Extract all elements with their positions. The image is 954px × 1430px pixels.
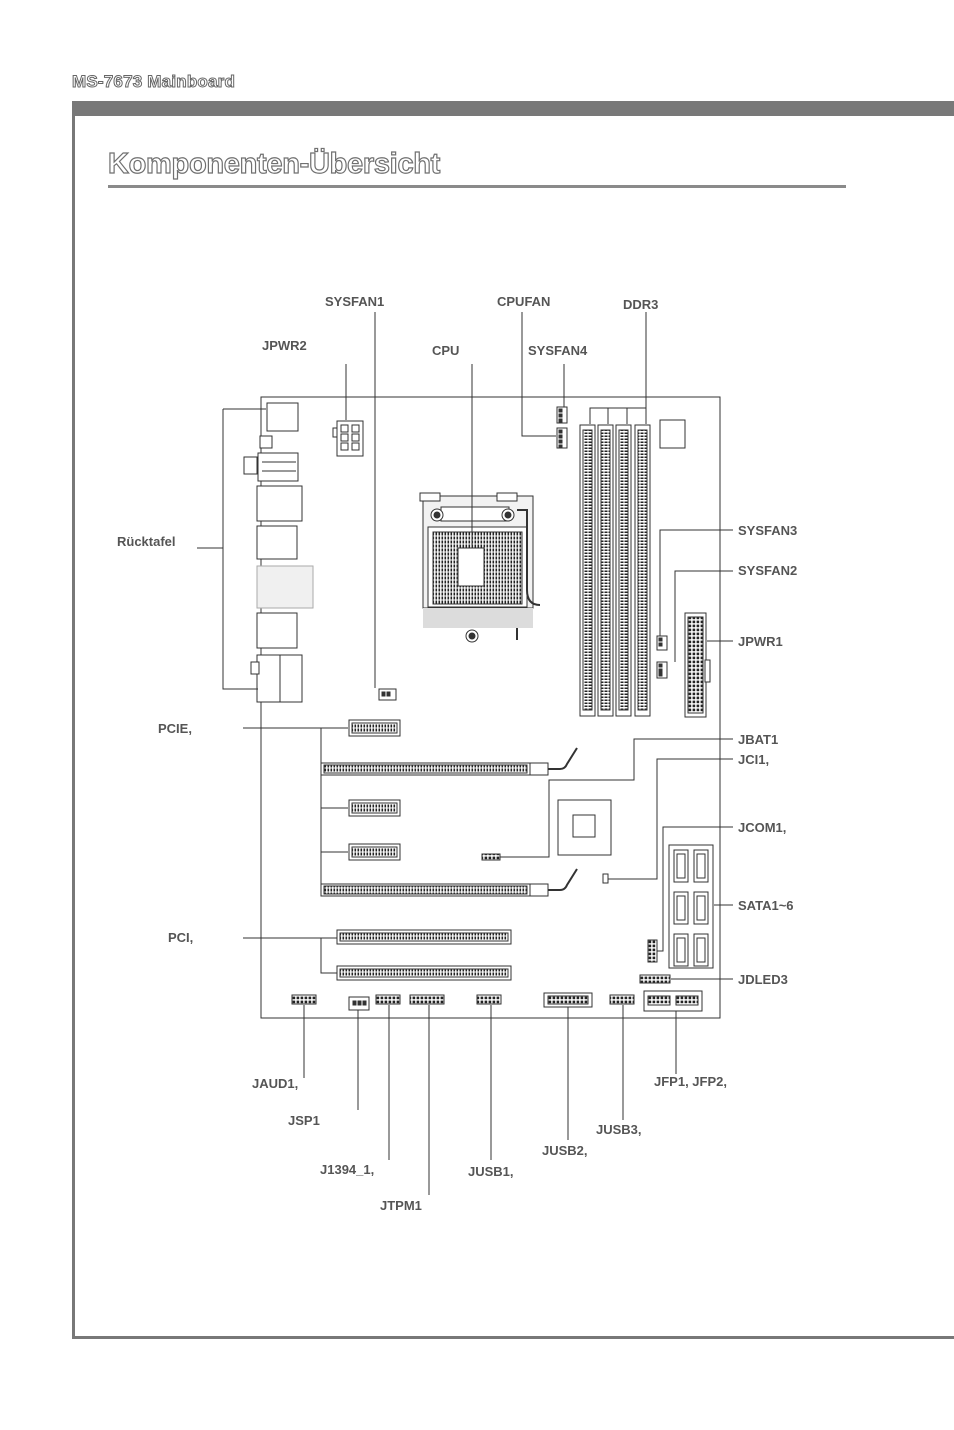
jpwr2-connector [333,421,363,456]
label-jbat1: JBAT1 [738,732,778,747]
board-outline [261,397,720,1018]
ddr3-slots [580,420,685,716]
chipset [558,800,611,855]
pcie-x16-slots [321,748,577,896]
label-jsp1: JSP1 [288,1113,320,1128]
label-jtpm1: JTPM1 [380,1198,422,1213]
jcom1-header [648,940,657,962]
label-cpu: CPU [432,343,459,358]
label-cpufan: CPUFAN [497,294,550,309]
label-jusb1: JUSB1, [468,1164,514,1179]
bottom-headers [292,991,702,1011]
label-ddr3: DDR3 [623,297,658,312]
component-labels: SYSFAN1 CPUFAN DDR3 JPWR2 CPU SYSFAN4 Rü… [117,294,797,1213]
label-jcom1: JCOM1, [738,820,786,835]
fan-headers-top [557,407,567,448]
label-jpwr1: JPWR1 [738,634,783,649]
label-jusb2: JUSB2, [542,1143,588,1158]
label-jfp: JFP1, JFP2, [654,1074,727,1089]
pcie-x1-slots [349,720,400,860]
jpwr1-connector [685,613,710,717]
label-sysfan3: SYSFAN3 [738,523,797,538]
label-j1394: J1394_1, [320,1162,374,1177]
label-jpwr2: JPWR2 [262,338,307,353]
fan-headers-right [657,636,667,678]
label-jusb3: JUSB3, [596,1122,642,1137]
leader-lines [197,312,733,1195]
sysfan1-header [379,689,396,700]
rear-panel [244,403,313,702]
label-pci: PCI, [168,930,193,945]
label-jdled3: JDLED3 [738,972,788,987]
jdled3-header [640,975,670,983]
label-ruecktafel: Rücktafel [117,534,176,549]
label-sysfan1: SYSFAN1 [325,294,384,309]
label-jci1: JCI1, [738,752,769,767]
label-sysfan4: SYSFAN4 [528,343,588,358]
label-sysfan2: SYSFAN2 [738,563,797,578]
label-jaud1: JAUD1, [252,1076,298,1091]
pci-slots [337,930,511,980]
sata-connectors [669,845,713,968]
label-pcie: PCIE, [158,721,192,736]
label-sata: SATA1~6 [738,898,794,913]
cpu-socket [420,493,540,642]
jbat1-jci1-headers [482,854,608,883]
